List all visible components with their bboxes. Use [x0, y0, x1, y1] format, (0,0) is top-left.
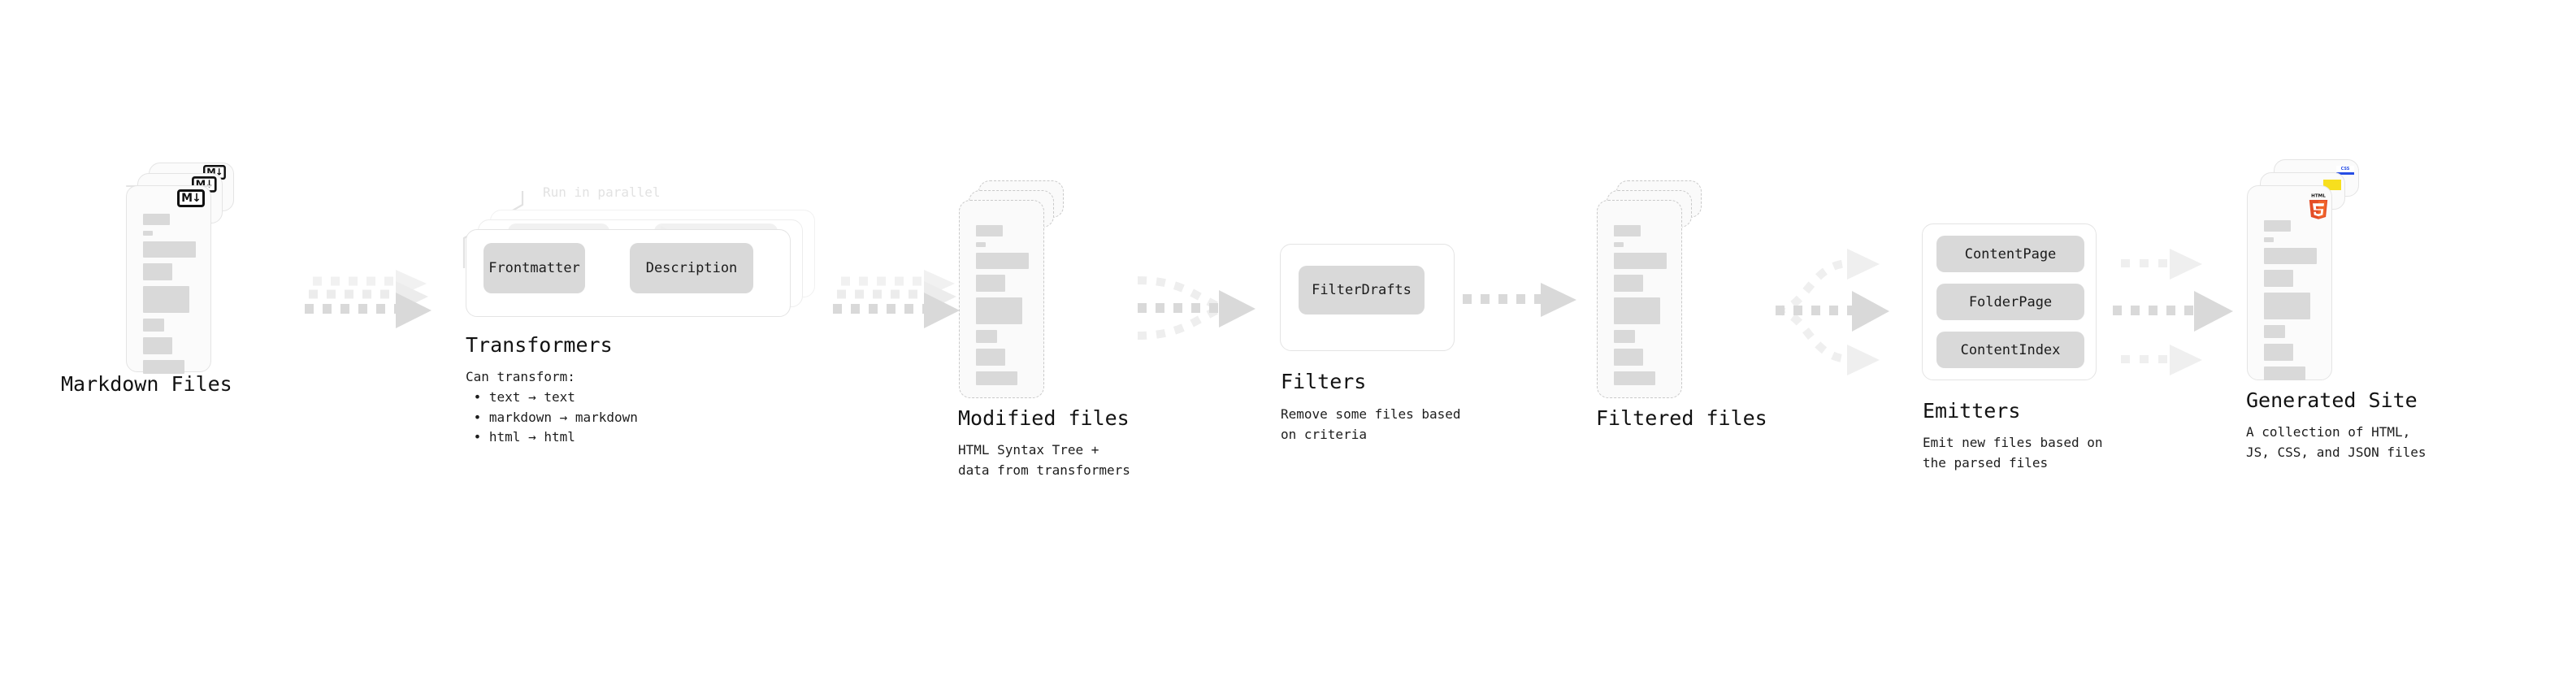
connector-emitters-to-site [2113, 249, 2233, 375]
stage-generated-site: CSS HTML Generated Site A collection of [2246, 159, 2491, 484]
connector-markdown-to-transformers [305, 270, 432, 328]
css-icon: CSS [2336, 166, 2354, 175]
emitters-pill-folderpage-label: FolderPage [1968, 293, 2053, 310]
connector-filters-to-filtered [1463, 283, 1576, 317]
stage-title-modified-files: Modified files [958, 406, 1130, 430]
stage-description-modified-files: HTML Syntax Tree + data from transformer… [958, 442, 1130, 478]
markdown-icon-label-back-2: M↓ [206, 167, 223, 178]
stage-title-generated-site: Generated Site [2246, 388, 2418, 412]
stage-title-markdown-files: Markdown Files [61, 372, 232, 396]
emitters-pill-contentindex[interactable]: ContentIndex [1936, 332, 2084, 368]
stage-description-emitters: Emit new files based on the parsed files [1923, 435, 2103, 471]
stage-modified-files: Modified files HTML Syntax Tree + data f… [958, 180, 1170, 489]
emitters-pill-contentpage[interactable]: ContentPage [1936, 236, 2084, 272]
markdown-file-card [126, 185, 211, 374]
filtered-file-card [1597, 200, 1682, 398]
stage-markdown-files: M↓ M↓ M↓ [61, 163, 337, 471]
stage-title-emitters: Emitters [1923, 399, 2021, 423]
stage-emitters: ContentPage FolderPage ContentIndex Emit… [1922, 223, 2182, 484]
stage-title-filtered-files: Filtered files [1596, 406, 1767, 430]
connector-transformers-to-modified [833, 270, 960, 328]
markdown-icon-label: M↓ [181, 192, 202, 205]
stage-title-transformers: Transformers [466, 333, 613, 357]
emitters-pill-folderpage[interactable]: FolderPage [1936, 284, 2084, 320]
markdown-icon: M↓ [177, 189, 205, 207]
stage-title-filters: Filters [1281, 370, 1367, 393]
filters-pill-filterdrafts[interactable]: FilterDrafts [1299, 266, 1425, 314]
transformer-pill-description[interactable]: Description [630, 243, 753, 293]
skeleton-content-modified [976, 225, 1029, 391]
transformer-pill-description-label: Description [645, 260, 738, 276]
connector-modified-to-filters [1137, 276, 1255, 340]
skeleton-content [143, 214, 196, 380]
transformer-pill-frontmatter[interactable]: Frontmatter [484, 243, 585, 293]
run-in-parallel-label: Run in parallel [543, 184, 661, 200]
filters-pill-filterdrafts-label: FilterDrafts [1312, 282, 1412, 298]
emitters-pill-contentindex-label: ContentIndex [1960, 341, 2061, 358]
generated-file-html [2247, 185, 2332, 380]
transformer-pill-frontmatter-label: Frontmatter [488, 260, 580, 276]
connector-filtered-to-emitters [1775, 249, 1889, 375]
skeleton-content-generated [2264, 220, 2317, 386]
stage-filters: FilterDrafts Filters Remove some files b… [1280, 244, 1524, 488]
svg-text:HTML: HTML [2311, 194, 2326, 199]
stage-description-transformers: Can transform: • text → text • markdown … [466, 369, 638, 445]
stage-description-filters: Remove some files based on criteria [1281, 406, 1461, 442]
skeleton-content-filtered [1614, 225, 1667, 391]
emitters-pill-contentpage-label: ContentPage [1964, 245, 2057, 262]
stage-description-generated-site: A collection of HTML, JS, CSS, and JSON … [2246, 424, 2426, 460]
html5-icon: HTML [2309, 194, 2328, 219]
stage-transformers: Run in parallel Frontmatter Descrip [455, 184, 845, 479]
stage-filtered-files: Filtered files [1596, 180, 1808, 489]
modified-file-card [959, 200, 1044, 398]
css-icon-label: CSS [2340, 167, 2350, 171]
